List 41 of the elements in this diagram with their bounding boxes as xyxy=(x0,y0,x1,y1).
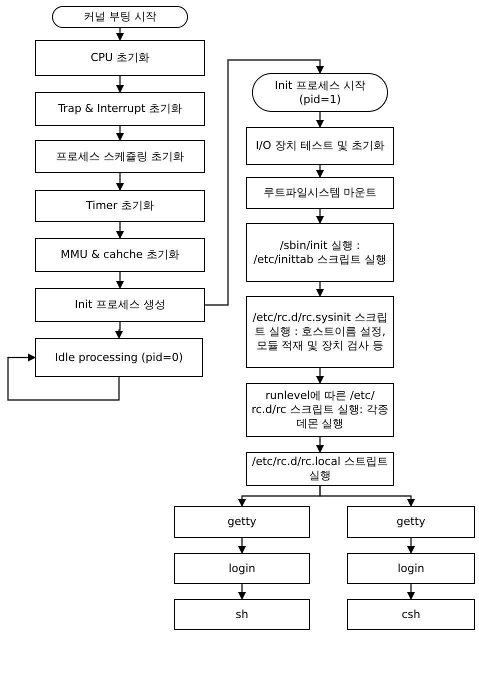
arrow xyxy=(238,538,246,554)
arrow xyxy=(116,272,124,289)
arrow xyxy=(316,165,324,178)
process-box: login xyxy=(174,553,310,584)
arrow xyxy=(116,76,124,93)
process-box: I/O 장치 테스트 및 초기화 xyxy=(246,127,394,165)
process-box: getty xyxy=(174,506,310,538)
process-box: Timer 초기화 xyxy=(35,190,205,222)
process-box: csh xyxy=(347,599,475,630)
arrow xyxy=(316,282,324,297)
arrow xyxy=(238,584,246,600)
arrow xyxy=(316,112,324,128)
arrow xyxy=(205,59,324,306)
arrow xyxy=(115,322,123,339)
process-box: 프로세스 스케쥴링 초기화 xyxy=(35,140,205,173)
terminal-pill: 커널 부팅 시작 xyxy=(52,6,188,28)
process-box: /etc/rc.d/rc.local 스트립트 실행 xyxy=(246,452,394,486)
process-box: Trap & Interrupt 초기화 xyxy=(35,92,205,126)
arrow xyxy=(319,486,415,507)
arrow xyxy=(316,437,324,453)
arrow xyxy=(116,28,124,41)
process-box: sh xyxy=(174,599,310,630)
process-box: Idle processing (pid=0) xyxy=(35,338,203,377)
process-box: runlevel에 따른 /etc/ rc.d/rc 스크립트 실행: 각종 데몬 실행 xyxy=(246,383,394,437)
process-box: MMU & cahche 초기화 xyxy=(35,238,205,272)
arrow xyxy=(116,126,124,141)
terminal-pill: Init 프로세스 시작 (pid=1) xyxy=(252,73,388,112)
arrow xyxy=(407,584,415,600)
process-box: /sbin/init 실행 : /etc/inittab 스크립트 실행 xyxy=(246,223,394,282)
arrow xyxy=(116,222,124,239)
process-box: CPU 초기화 xyxy=(35,40,205,76)
arrow xyxy=(316,368,324,384)
arrow xyxy=(407,538,415,554)
arrow xyxy=(316,209,324,224)
process-box: login xyxy=(347,553,475,584)
process-box: 루트파일시스템 마운트 xyxy=(246,177,394,209)
process-box: /etc/rc.d/rc.sysinit 스크립트 실행 : 호스트이름 설정, 모듈 적재 및 장치 검사 등 xyxy=(246,296,394,368)
process-box: getty xyxy=(347,506,475,538)
arrow xyxy=(116,173,124,191)
arrow xyxy=(7,354,120,401)
process-box: Init 프로세스 생성 xyxy=(35,288,205,322)
